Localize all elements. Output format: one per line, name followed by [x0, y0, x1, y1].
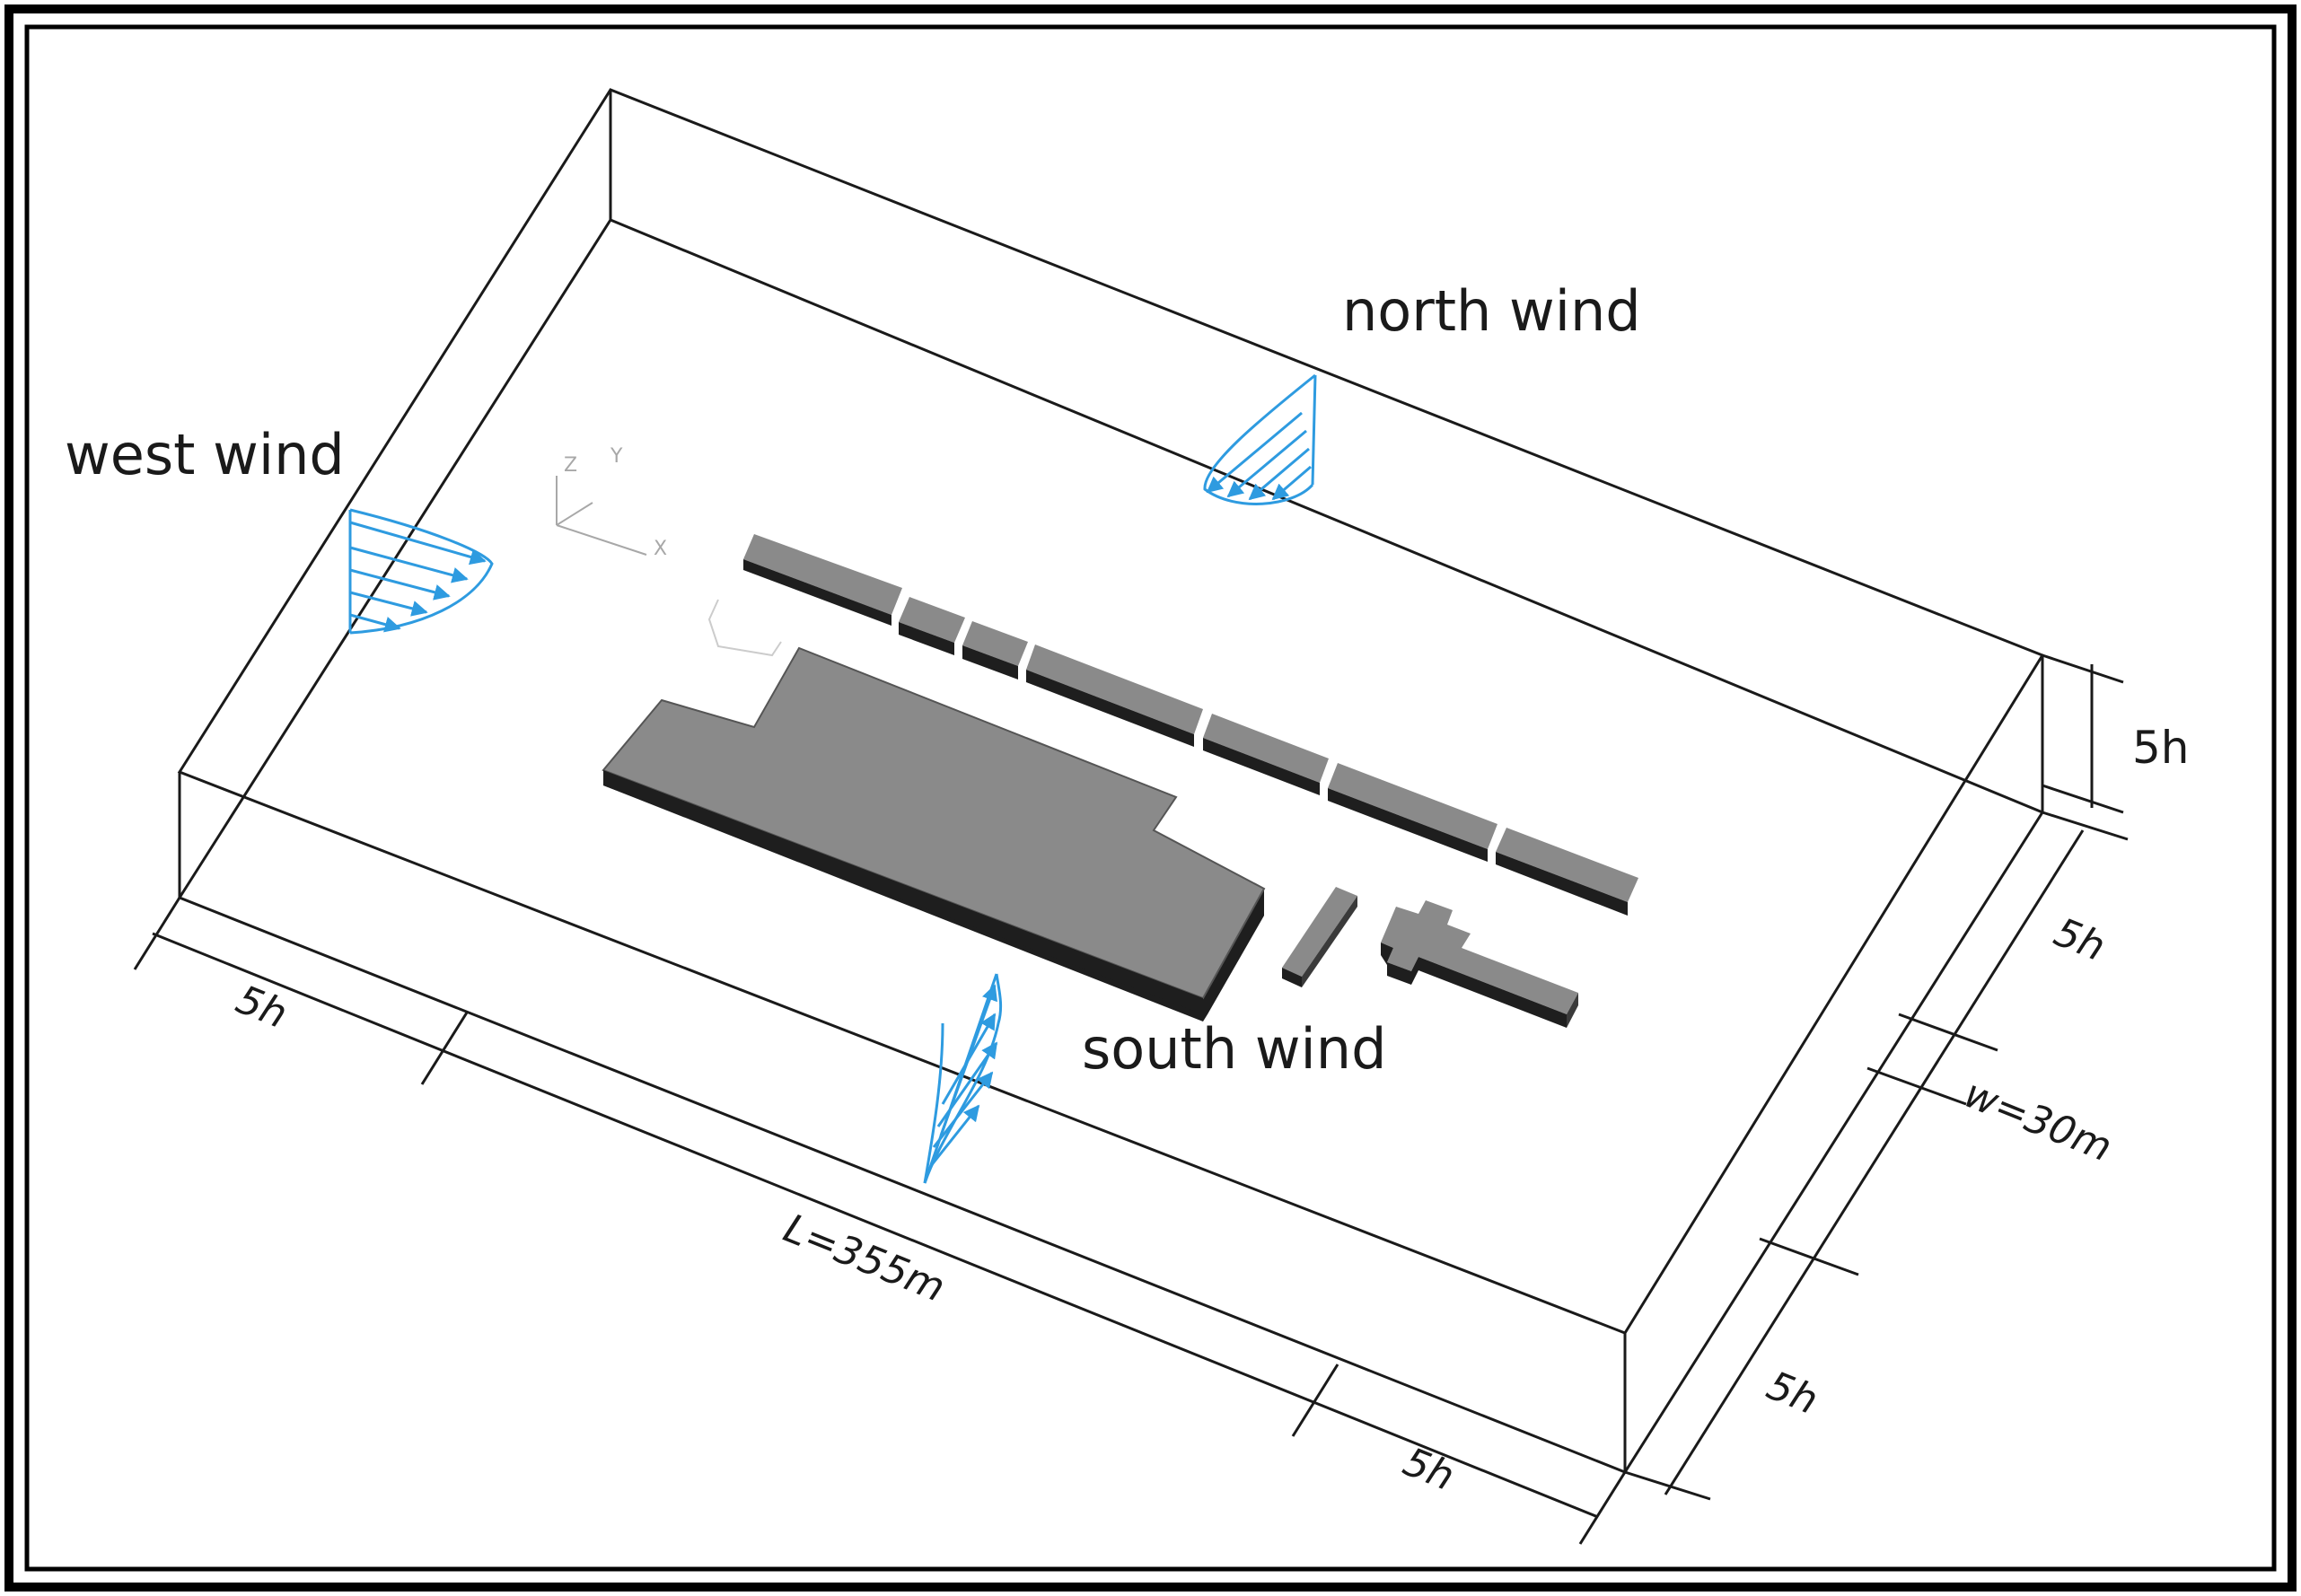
narrow-side — [1282, 968, 1302, 987]
south-arrow-5 — [928, 1104, 980, 1168]
west-arrow-2 — [349, 546, 469, 583]
slab-7-top — [1496, 828, 1638, 902]
north-wind-profile — [1203, 373, 1317, 505]
west-arrow-4 — [349, 591, 428, 617]
dim-front-tick-1 — [420, 1012, 469, 1085]
slab-1-side — [743, 559, 891, 626]
dim-side-tick-1 — [1759, 1237, 1859, 1276]
faint-outline — [707, 599, 782, 657]
axis-x-label: X — [654, 538, 667, 560]
narrow-top — [1282, 887, 1357, 977]
south-profile-inner — [923, 1022, 944, 1184]
axis-y-label: Y — [610, 445, 623, 468]
cross-top — [1381, 900, 1578, 1014]
slab-6-top — [1328, 763, 1497, 849]
building-narrow — [1282, 887, 1357, 987]
cross-side — [1381, 943, 1567, 1028]
slab-4-side — [1026, 670, 1194, 747]
side-back-5h-label: 5h — [2048, 909, 2112, 970]
slab-7-side — [1496, 852, 1628, 916]
north-profile-base — [1311, 374, 1317, 486]
axis-x-line — [556, 524, 647, 556]
dim-side-tick-front — [1624, 1470, 1711, 1501]
height-dimension-label: 5h — [2132, 722, 2190, 774]
slab-1-top — [743, 534, 902, 615]
narrow-side-right — [1302, 896, 1357, 987]
dim-height-tick-top — [2042, 653, 2124, 684]
dim-side-tick-2 — [1866, 1066, 1967, 1106]
dim-front-line — [152, 932, 1599, 1519]
building-main — [602, 646, 1266, 1022]
dim-front-tick-right — [1578, 1471, 1627, 1545]
slab-5-top — [1203, 714, 1329, 783]
south-arrow-4 — [932, 1071, 994, 1148]
slab-4-top — [1026, 645, 1203, 734]
side-front-5h-label: 5h — [1761, 1363, 1824, 1424]
south-wind-label: south wind — [1082, 1016, 1386, 1082]
north-arrow-1 — [1206, 411, 1303, 494]
north-profile-curve — [1203, 373, 1316, 505]
inner-frame — [24, 24, 2277, 1572]
building-slab-1 — [743, 534, 902, 626]
building-slab-5 — [1203, 714, 1329, 795]
buildings — [602, 534, 1638, 1028]
west-wind-profile — [348, 508, 494, 635]
slab-5-side — [1203, 738, 1320, 795]
west-arrow-3 — [349, 568, 451, 601]
slab-2-side — [899, 622, 954, 655]
dim-side-tick-back — [2042, 811, 2129, 841]
dim-side-line — [1664, 829, 2085, 1495]
west-arrow-5 — [349, 613, 401, 633]
north-arrow-3 — [1248, 447, 1310, 501]
width-label: w=30m — [1958, 1071, 2118, 1171]
slab-3-side — [962, 645, 1018, 680]
west-wind-label: west wind — [65, 422, 345, 487]
south-arrow-3 — [936, 1041, 998, 1127]
building-slab-6 — [1328, 763, 1497, 862]
slab-2-top — [899, 597, 965, 643]
south-arrow-2 — [941, 1013, 997, 1105]
building-slab-2 — [899, 597, 965, 655]
building-slab-4 — [1026, 645, 1203, 747]
slab-3-top — [962, 621, 1028, 666]
slab-6-side — [1328, 788, 1488, 862]
north-arrow-4 — [1271, 465, 1312, 501]
building-main-front — [603, 770, 1203, 1014]
north-arrow-2 — [1226, 429, 1307, 498]
dim-front-tick-left — [133, 897, 181, 970]
south-wind-profile — [923, 973, 1003, 1184]
axis-z-label: Z — [564, 454, 577, 477]
dim-height-tick-bottom — [2042, 784, 2124, 814]
dim-front-tick-2 — [1291, 1364, 1339, 1437]
west-arrow-1 — [349, 521, 487, 566]
axis-y-line — [556, 502, 593, 526]
north-wind-label: north wind — [1342, 278, 1641, 344]
west-profile-curve — [349, 508, 494, 635]
cross-side-right — [1567, 993, 1578, 1028]
outer-frame — [4, 4, 2297, 1592]
building-cross — [1381, 900, 1578, 1028]
building-slab-3 — [962, 621, 1028, 680]
axes-indicator — [556, 476, 647, 556]
building-slab-7 — [1496, 828, 1638, 916]
dimension-lines — [133, 653, 2129, 1545]
front-right-5h-label: 5h — [1397, 1439, 1461, 1500]
dim-side-tick-3 — [1898, 1013, 1998, 1052]
